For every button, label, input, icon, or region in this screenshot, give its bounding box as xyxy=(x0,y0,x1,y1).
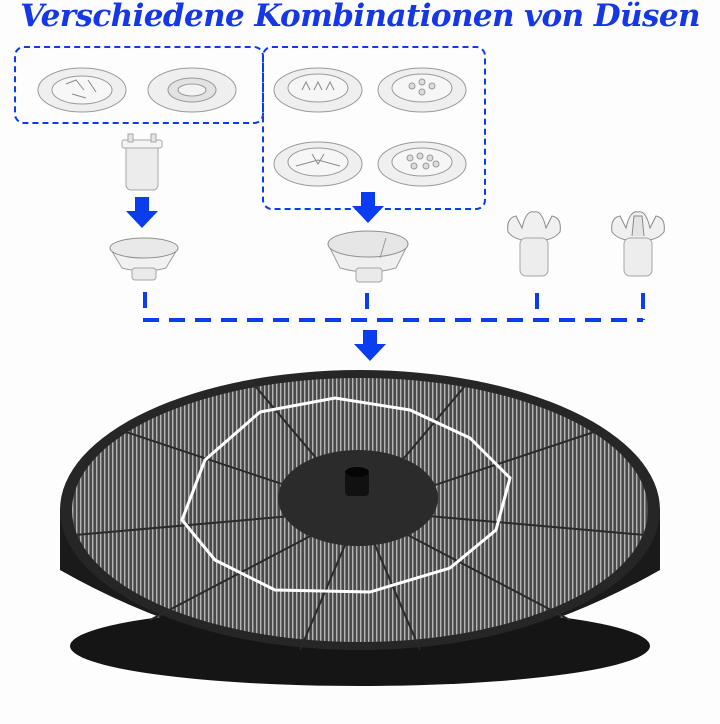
flower-sprayer-1 xyxy=(37,67,127,113)
flower-sprayer-5 xyxy=(273,141,363,187)
connector-lines xyxy=(143,292,645,322)
flower-sprayer-2 xyxy=(147,67,237,113)
extension-tube xyxy=(121,133,163,191)
flower-sprayer-4 xyxy=(377,67,467,113)
flower-sprayer-6 xyxy=(377,141,467,187)
solar-fountain-pump xyxy=(60,370,660,686)
flower-sprayer-3 xyxy=(273,67,363,113)
fixer-cup-small xyxy=(109,237,179,281)
tulip-nozzle-1 xyxy=(507,211,561,277)
page-title: Verschiedene Kombinationen von Düsen xyxy=(20,0,700,34)
tulip-nozzle-2 xyxy=(611,211,665,277)
arrow-down-icon xyxy=(126,197,158,228)
fixer-cup-large xyxy=(327,230,409,283)
arrow-down-icon xyxy=(354,330,386,361)
arrow-down-icon xyxy=(352,192,384,223)
